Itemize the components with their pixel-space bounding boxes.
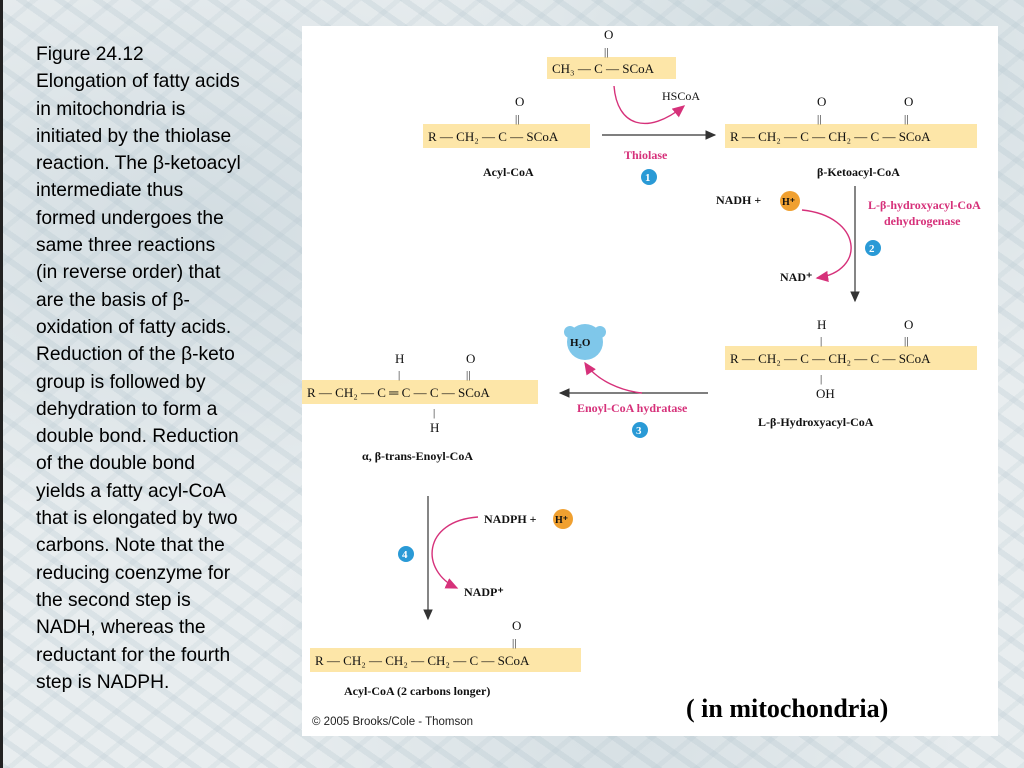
nad: NAD⁺ (780, 270, 812, 284)
acyl-coa: R — CH₂ — C — SCoA (428, 129, 559, 144)
h-plus-1: H⁺ (782, 197, 795, 208)
hydroxyacyl-bond-top: | (820, 335, 822, 347)
hydroxyacyl-hydrogen: H (817, 317, 826, 332)
copyright-notice: © 2005 Brooks/Cole - Thomson (312, 716, 474, 728)
ketoacyl-oxygen-2: O (904, 94, 913, 109)
nadh: NADH + (716, 193, 761, 207)
acyl-double-bond: || (515, 113, 519, 125)
h-plus-badge-1 (780, 191, 800, 211)
ketoacyl-double-bond-2: || (904, 113, 908, 125)
nadp: NADP⁺ (464, 585, 504, 599)
h-plus-2: H⁺ (555, 515, 568, 526)
enoyl-double-bond: || (466, 369, 470, 381)
nadph: NADPH + (484, 512, 537, 526)
h-plus-badge-2 (553, 509, 573, 529)
hydroxyacyl-coa-label: L-β-Hydroxyacyl-CoA (758, 415, 874, 429)
nadh-oxidation-arrow (801, 209, 852, 282)
acetyl-double-bond: || (604, 46, 608, 58)
footer-note: ( in mitochondria) (686, 694, 889, 723)
ketoacyl-coa-label: β-Ketoacyl-CoA (817, 165, 900, 179)
figure-caption: Figure 24.12 Elongation of fatty acids i… (36, 44, 241, 693)
step-3-number: 3 (636, 425, 642, 437)
hydratase-label: Enoyl-CoA hydratase (577, 401, 688, 415)
enoyl-oxygen: O (466, 351, 475, 366)
product-highlight (310, 648, 581, 672)
enoyl-coa: R — CH₂ — C ═ C — C — SCoA (307, 385, 490, 400)
acetyl-oxygen: O (604, 27, 613, 42)
ketoacyl-coa-highlight (725, 124, 977, 148)
enoyl-hydrogen-top: H (395, 351, 404, 366)
step-4-badge (398, 546, 414, 562)
product-acyl-coa: R — CH₂ — CH₂ — CH₂ — C — SCoA (315, 653, 530, 668)
step-2-number: 2 (869, 243, 875, 255)
hscoa-release-arrow (613, 85, 686, 125)
water-release-arrow (584, 361, 643, 394)
acetyl-coa-highlight (547, 57, 676, 79)
ketoacyl-double-bond-1: || (817, 113, 821, 125)
enoyl-coa-label: α, β-trans-Enoyl-CoA (362, 449, 473, 463)
acyl-oxygen: O (515, 94, 524, 109)
step-3-badge (632, 422, 648, 438)
enoyl-bond-top: | (398, 369, 400, 381)
thiolase-label: Thiolase (624, 148, 668, 162)
water-badge-lobe-1 (564, 326, 576, 338)
ketoacyl-oxygen-1: O (817, 94, 826, 109)
hydroxyacyl-double-bond: || (904, 335, 908, 347)
acetyl-coa: CH₃ — C — SCoA (552, 61, 655, 76)
step-2-badge (865, 240, 881, 256)
step-1-number: 1 (645, 172, 651, 184)
hydroxyacyl-hydroxyl: OH (816, 386, 835, 401)
hydroxyacyl-bond-bottom: | (820, 373, 822, 385)
enoyl-coa-highlight (302, 380, 538, 404)
hydroxyacyl-coa: R — CH₂ — C — CH₂ — C — SCoA (730, 351, 931, 366)
hydroxyacyl-oxygen: O (904, 317, 913, 332)
enoyl-bond-bottom: | (433, 407, 435, 419)
product-label: Acyl-CoA (2 carbons longer) (344, 684, 490, 698)
step-4-number: 4 (402, 549, 408, 561)
water-badge-lobe-2 (594, 326, 606, 338)
hydroxyacyl-coa-highlight (725, 346, 977, 370)
ketoacyl-coa: R — CH₂ — C — CH₂ — C — SCoA (730, 129, 931, 144)
dehydrogenase-label-2: dehydrogenase (884, 214, 961, 228)
left-edge-bar (0, 0, 3, 768)
acyl-coa-label: Acyl-CoA (483, 165, 534, 179)
hscoa: HSCoA (662, 89, 700, 103)
nadph-oxidation-arrow (431, 516, 479, 589)
enoyl-hydrogen-bottom: H (430, 420, 439, 435)
diagram-panel: CH₃ — C — SCoA O || R — CH₂ — C — SCoA O… (302, 26, 998, 736)
pathway-diagram: CH₃ — C — SCoA O || R — CH₂ — C — SCoA O… (302, 27, 981, 698)
step-1-badge (641, 169, 657, 185)
water-badge (567, 324, 603, 360)
product-double-bond: || (512, 637, 516, 649)
acyl-coa-highlight (423, 124, 590, 148)
product-oxygen: O (512, 618, 521, 633)
h2o: H₂O (570, 337, 591, 349)
dehydrogenase-label-1: L-β-hydroxyacyl-CoA (868, 198, 981, 212)
